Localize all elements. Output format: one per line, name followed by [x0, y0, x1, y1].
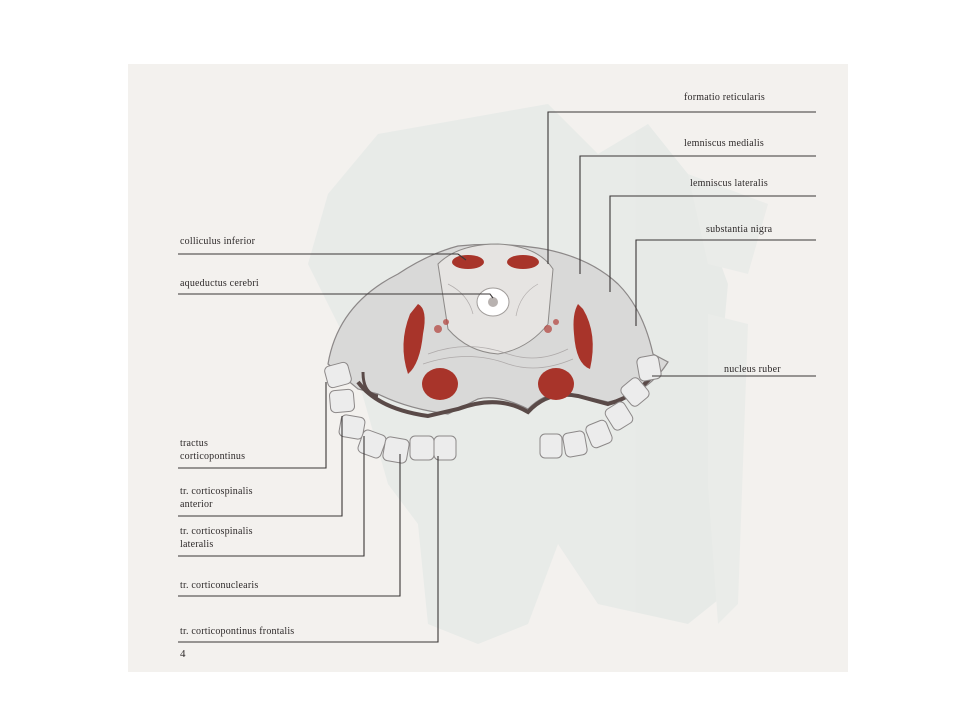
illustration-plate: formatio reticularis lemniscus medialis …	[128, 64, 848, 672]
colliculus-left	[452, 255, 484, 269]
label-substantia-nigra: substantia nigra	[706, 224, 773, 235]
section-body	[327, 243, 669, 419]
label-colliculus-inferior: colliculus inferior	[180, 236, 256, 247]
label-aqueductus-cerebri: aqueductus cerebri	[180, 278, 259, 289]
nucleus-ruber-left	[422, 368, 458, 400]
plate-number: 4	[180, 648, 186, 660]
label-formatio-reticularis: formatio reticularis	[684, 92, 765, 103]
label-lemniscus-medialis: lemniscus medialis	[684, 138, 764, 149]
label-nucleus-ruber: nucleus ruber	[724, 364, 781, 375]
midbrain-cross-section-diagram	[178, 104, 816, 644]
leader-lines	[178, 111, 816, 643]
crus-segments-right	[539, 354, 662, 459]
lemniscus-left-red	[403, 304, 425, 374]
nucleus-ruber-right	[538, 368, 574, 400]
label-corticospinalis-anterior-line1: tr. corticospinalis	[180, 486, 253, 497]
label-tractus-corticopontinus-line1: tractus	[180, 438, 209, 449]
label-corticospinalis-lateralis-line2: lateralis	[180, 539, 214, 550]
label-lemniscus-lateralis: lemniscus lateralis	[690, 178, 768, 189]
colliculus-right	[507, 255, 539, 269]
lemniscus-right-red	[573, 304, 593, 369]
label-corticonuclearis: tr. corticonuclearis	[180, 580, 259, 591]
label-corticospinalis-anterior-line2: anterior	[180, 499, 213, 510]
label-corticospinalis-lateralis-line1: tr. corticospinalis	[180, 526, 253, 537]
label-corticopontinus-frontalis: tr. corticopontinus frontalis	[180, 626, 295, 637]
crus-segments-left	[324, 361, 457, 464]
label-tractus-corticopontinus-line2: corticopontinus	[180, 451, 246, 462]
